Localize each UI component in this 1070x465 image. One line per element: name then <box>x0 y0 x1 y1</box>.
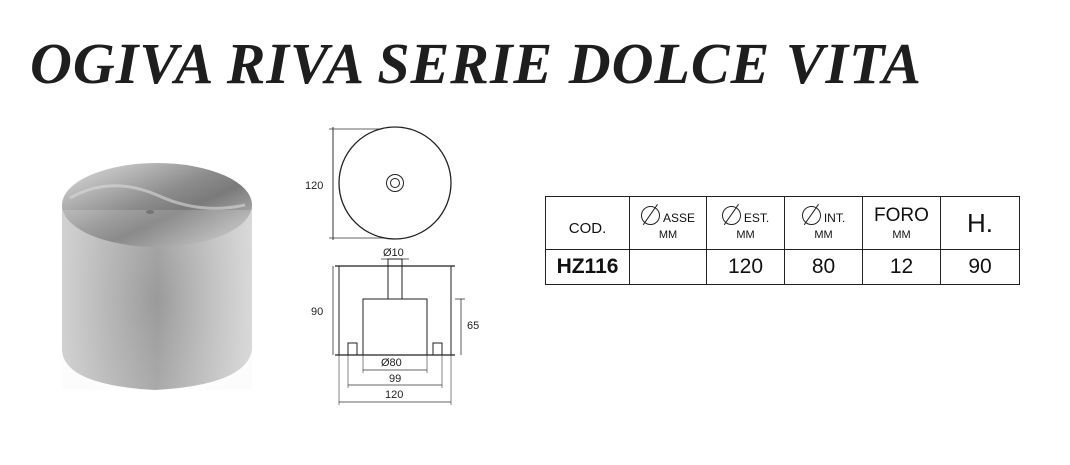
cell-est: 120 <box>706 249 785 285</box>
cell-int: 80 <box>784 249 863 285</box>
dim-height: 90 <box>311 306 323 318</box>
header-foro: FORO MM <box>862 196 941 250</box>
diameter-icon <box>801 205 821 225</box>
header-est: EST. MM <box>706 196 785 250</box>
header-cod: COD. <box>545 196 630 250</box>
diameter-icon <box>640 205 660 225</box>
product-photo <box>62 163 252 390</box>
header-asse: ASSE MM <box>629 196 707 250</box>
diameter-icon <box>721 205 741 225</box>
dim-inner-diameter: Ø80 <box>381 357 402 369</box>
cell-h: 90 <box>940 249 1020 285</box>
dim-width-99: 99 <box>389 373 401 385</box>
header-h: H. <box>940 196 1020 250</box>
cell-asse <box>629 249 707 285</box>
technical-drawing: 120 Ø10 90 65 Ø80 99 120 <box>305 126 479 405</box>
dim-top-diameter: 120 <box>305 180 323 192</box>
page-title: OGIVA RIVA SERIE DOLCE VITA <box>30 31 922 96</box>
table-row: HZ116 120 80 12 90 <box>545 249 1020 285</box>
dim-shaft: Ø10 <box>383 247 404 259</box>
header-int: INT. MM <box>784 196 863 250</box>
spec-table: COD. ASSE MM EST. MM INT. MM FORO MM H. … <box>545 196 1020 285</box>
dim-inner-height: 65 <box>467 320 479 332</box>
table-header-row: COD. ASSE MM EST. MM INT. MM FORO MM H. <box>545 196 1020 250</box>
dim-width-120: 120 <box>385 389 403 401</box>
cell-foro: 12 <box>862 249 941 285</box>
cell-cod: HZ116 <box>545 249 630 285</box>
